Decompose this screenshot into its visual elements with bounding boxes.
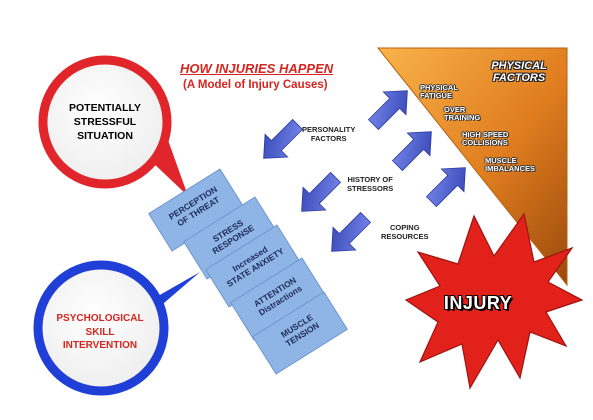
arrow-personality-right-icon [367,90,408,131]
coping-line1: COPING [389,223,420,232]
physical-title-line1: PHYSICAL [491,60,547,72]
physical-title-line2: FACTORS [492,71,546,84]
psych-bubble-line3: INTERVENTION [62,340,138,351]
high-speed-collisions-label: HIGH SPEED COLLISIONS [462,130,509,148]
collisions-line2: COLLISIONS [462,138,508,148]
diagram-title: HOW INJURIES HAPPEN [180,61,334,76]
physical-fatigue-line1: PHYSICAL [420,83,458,92]
collisions-line1: HIGH SPEED [462,130,509,139]
history-line1: HISTORY OF [347,175,393,184]
over-training-line1: OVER [444,105,466,114]
history-stressors-label: HISTORY OF STRESSORS [347,175,394,193]
psych-bubble-line2: SKILL [85,326,115,338]
arrow-history-right-icon [391,131,432,172]
stress-bubble-line2: STRESSFUL [73,116,137,129]
physical-fatigue-label: PHYSICAL FATIGUE [420,83,458,101]
personality-factors-label: PERSONALITY FACTORS [302,125,356,143]
coping-resources-label: COPING RESOURCES [381,223,429,241]
over-training-label: OVER TRAINING [444,105,481,123]
arrow-history-left-icon [301,171,342,212]
arrow-coping-left-icon [331,211,372,252]
physical-factors-title: PHYSICAL FACTORS [479,60,559,84]
psych-bubble [33,260,200,396]
coping-line2: RESOURCES [381,231,429,241]
psych-bubble-text: PSYCHOLOGICAL SKILL INTERVENTION [40,312,160,353]
psych-bubble-line1: PSYCHOLOGICAL [56,313,144,324]
injury-label: INJURY [443,293,513,313]
personality-line1: PERSONALITY [302,125,356,134]
history-line2: STRESSORS [347,183,394,193]
imbalances-line1: MUSCLE [485,156,517,165]
stress-box-5 [252,291,348,375]
muscle-imbalances-label: MUSCLE IMBALANCES [485,156,535,174]
stress-bubble [38,55,188,196]
physical-fatigue-line2: FATIGUE [420,91,452,101]
arrow-personality-left-icon [263,118,304,159]
stress-bubble-line3: SITUATION [77,130,133,143]
diagram-subtitle: (A Model of Injury Causes) [183,79,328,91]
over-training-line2: TRAINING [444,113,481,123]
personality-line2: FACTORS [310,133,347,143]
imbalances-line2: IMBALANCES [485,164,535,174]
injury-burst-icon [404,212,584,390]
stress-bubble-text: POTENTIALLY STRESSFUL SITUATION [52,101,158,144]
arrow-coping-right-icon [425,167,466,208]
stress-bubble-line1: POTENTIALLY [69,102,141,114]
